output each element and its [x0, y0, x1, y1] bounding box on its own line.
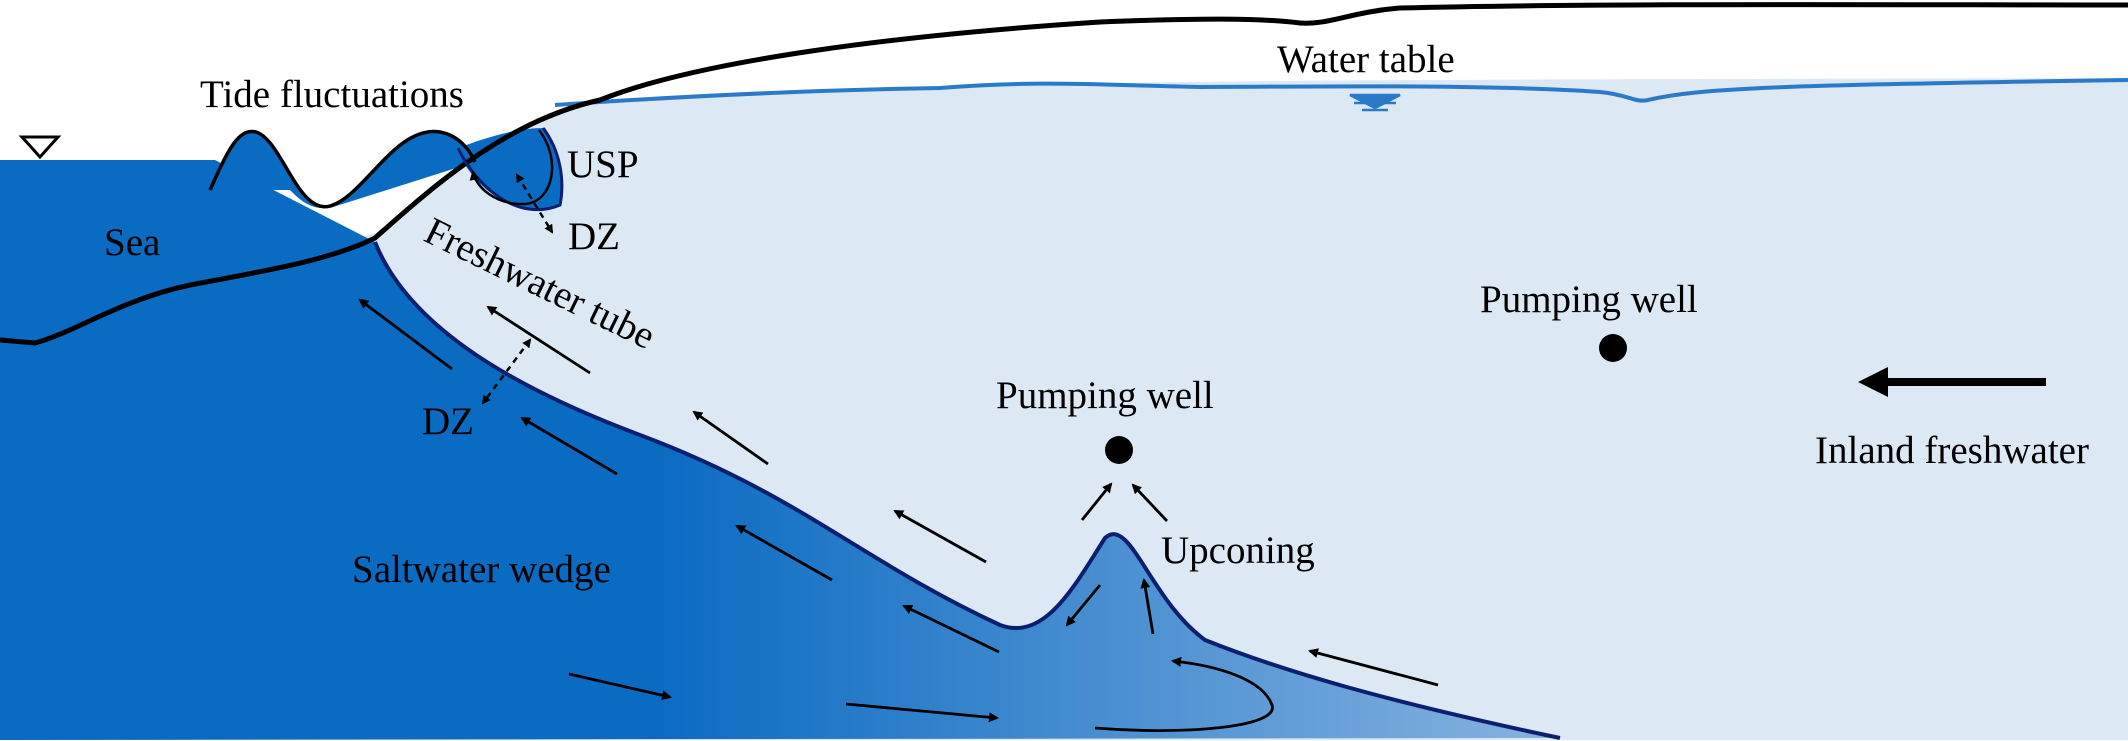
tide-wave	[210, 131, 475, 209]
dz-lower-label: DZ	[422, 400, 474, 443]
upconing-label: Upconing	[1161, 529, 1315, 572]
usp-label: USP	[567, 143, 639, 186]
sea-level-triangle-icon	[18, 135, 62, 160]
inland-freshwater-label: Inland freshwater	[1815, 429, 2089, 472]
water-table-line	[554, 78, 2128, 107]
water-table-label: Water table	[1277, 38, 1455, 81]
tide-fluctuations-label: Tide fluctuations	[200, 73, 464, 116]
saltwater-wedge-zone	[0, 160, 1560, 740]
pumping-well-right-icon	[1599, 334, 1627, 362]
dz-lower-arrow	[481, 338, 532, 405]
saltwater-wedge-label: Saltwater wedge	[352, 548, 611, 591]
pumping-well-center-icon	[1105, 436, 1133, 464]
dz-upper-label: DZ	[568, 215, 620, 258]
inland-freshwater-arrowhead	[1858, 367, 1888, 397]
tide-fluctuation-curve	[208, 129, 477, 209]
ground-surface	[0, 2, 2128, 346]
water-table-symbol-icon	[1349, 93, 1401, 112]
sea-label: Sea	[104, 221, 160, 264]
dz-upper-arrow	[515, 173, 554, 234]
saltwater-wedge-outline	[373, 241, 1561, 740]
pumping-well-center-label: Pumping well	[996, 374, 1214, 417]
flow-arrows	[358, 298, 1439, 732]
pumping-well-right-label: Pumping well	[1480, 278, 1698, 321]
